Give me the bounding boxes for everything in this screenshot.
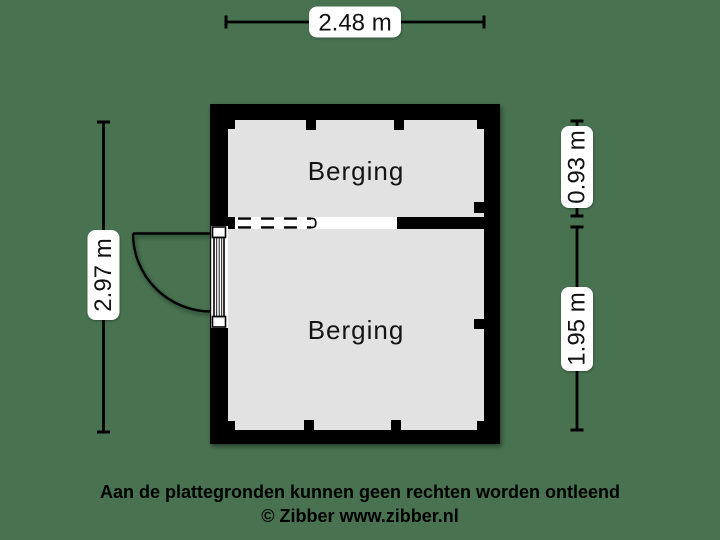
room-label-berging-top: Berging bbox=[308, 156, 405, 186]
notch-bottom-right-corner bbox=[477, 421, 484, 430]
dimension-right-top: 0.93 m bbox=[561, 119, 593, 218]
door-symbol bbox=[131, 226, 228, 328]
wall-notches bbox=[228, 120, 484, 430]
notch-right-lower bbox=[474, 319, 484, 329]
dimension-right-top-label: 0.93 m bbox=[564, 130, 591, 203]
door-post-top bbox=[211, 226, 227, 239]
dimension-left-label: 2.97 m bbox=[90, 238, 117, 311]
divider-opening bbox=[235, 217, 397, 229]
notch-top-left-corner bbox=[228, 120, 235, 129]
room-label-berging-bottom: Berging bbox=[308, 315, 405, 345]
dimension-right-bottom-label: 1.95 m bbox=[564, 292, 591, 365]
dimension-right-bottom: 1.95 m bbox=[561, 225, 593, 432]
dimension-top-label: 2.48 m bbox=[318, 10, 391, 37]
notch-bottom-left-corner bbox=[228, 421, 235, 430]
dimension-left: 2.97 m bbox=[87, 120, 120, 434]
copyright-text: © Zibber www.zibber.nl bbox=[261, 506, 459, 526]
notch-top-2 bbox=[394, 120, 404, 130]
disclaimer-text: Aan de plattegronden kunnen geen rechten… bbox=[100, 482, 620, 502]
floorplan bbox=[131, 104, 500, 444]
divider-opening-end-bracket bbox=[310, 217, 317, 229]
notch-top-right-corner bbox=[477, 120, 484, 129]
dimension-left-label-bg bbox=[87, 230, 120, 320]
dimension-right-bottom-label-bg bbox=[561, 287, 593, 371]
floor-area bbox=[228, 120, 484, 430]
dimension-right-top-label-bg bbox=[561, 126, 593, 208]
notch-top-1 bbox=[306, 120, 316, 130]
notch-bottom-2 bbox=[391, 420, 401, 430]
dimension-top-label-bg bbox=[309, 6, 401, 38]
door-swing-arc bbox=[131, 233, 212, 313]
notch-right-upper bbox=[474, 202, 484, 213]
dimension-top: 2.48 m bbox=[224, 6, 486, 38]
notch-bottom-1 bbox=[304, 420, 314, 430]
door-post-bottom bbox=[211, 315, 227, 328]
